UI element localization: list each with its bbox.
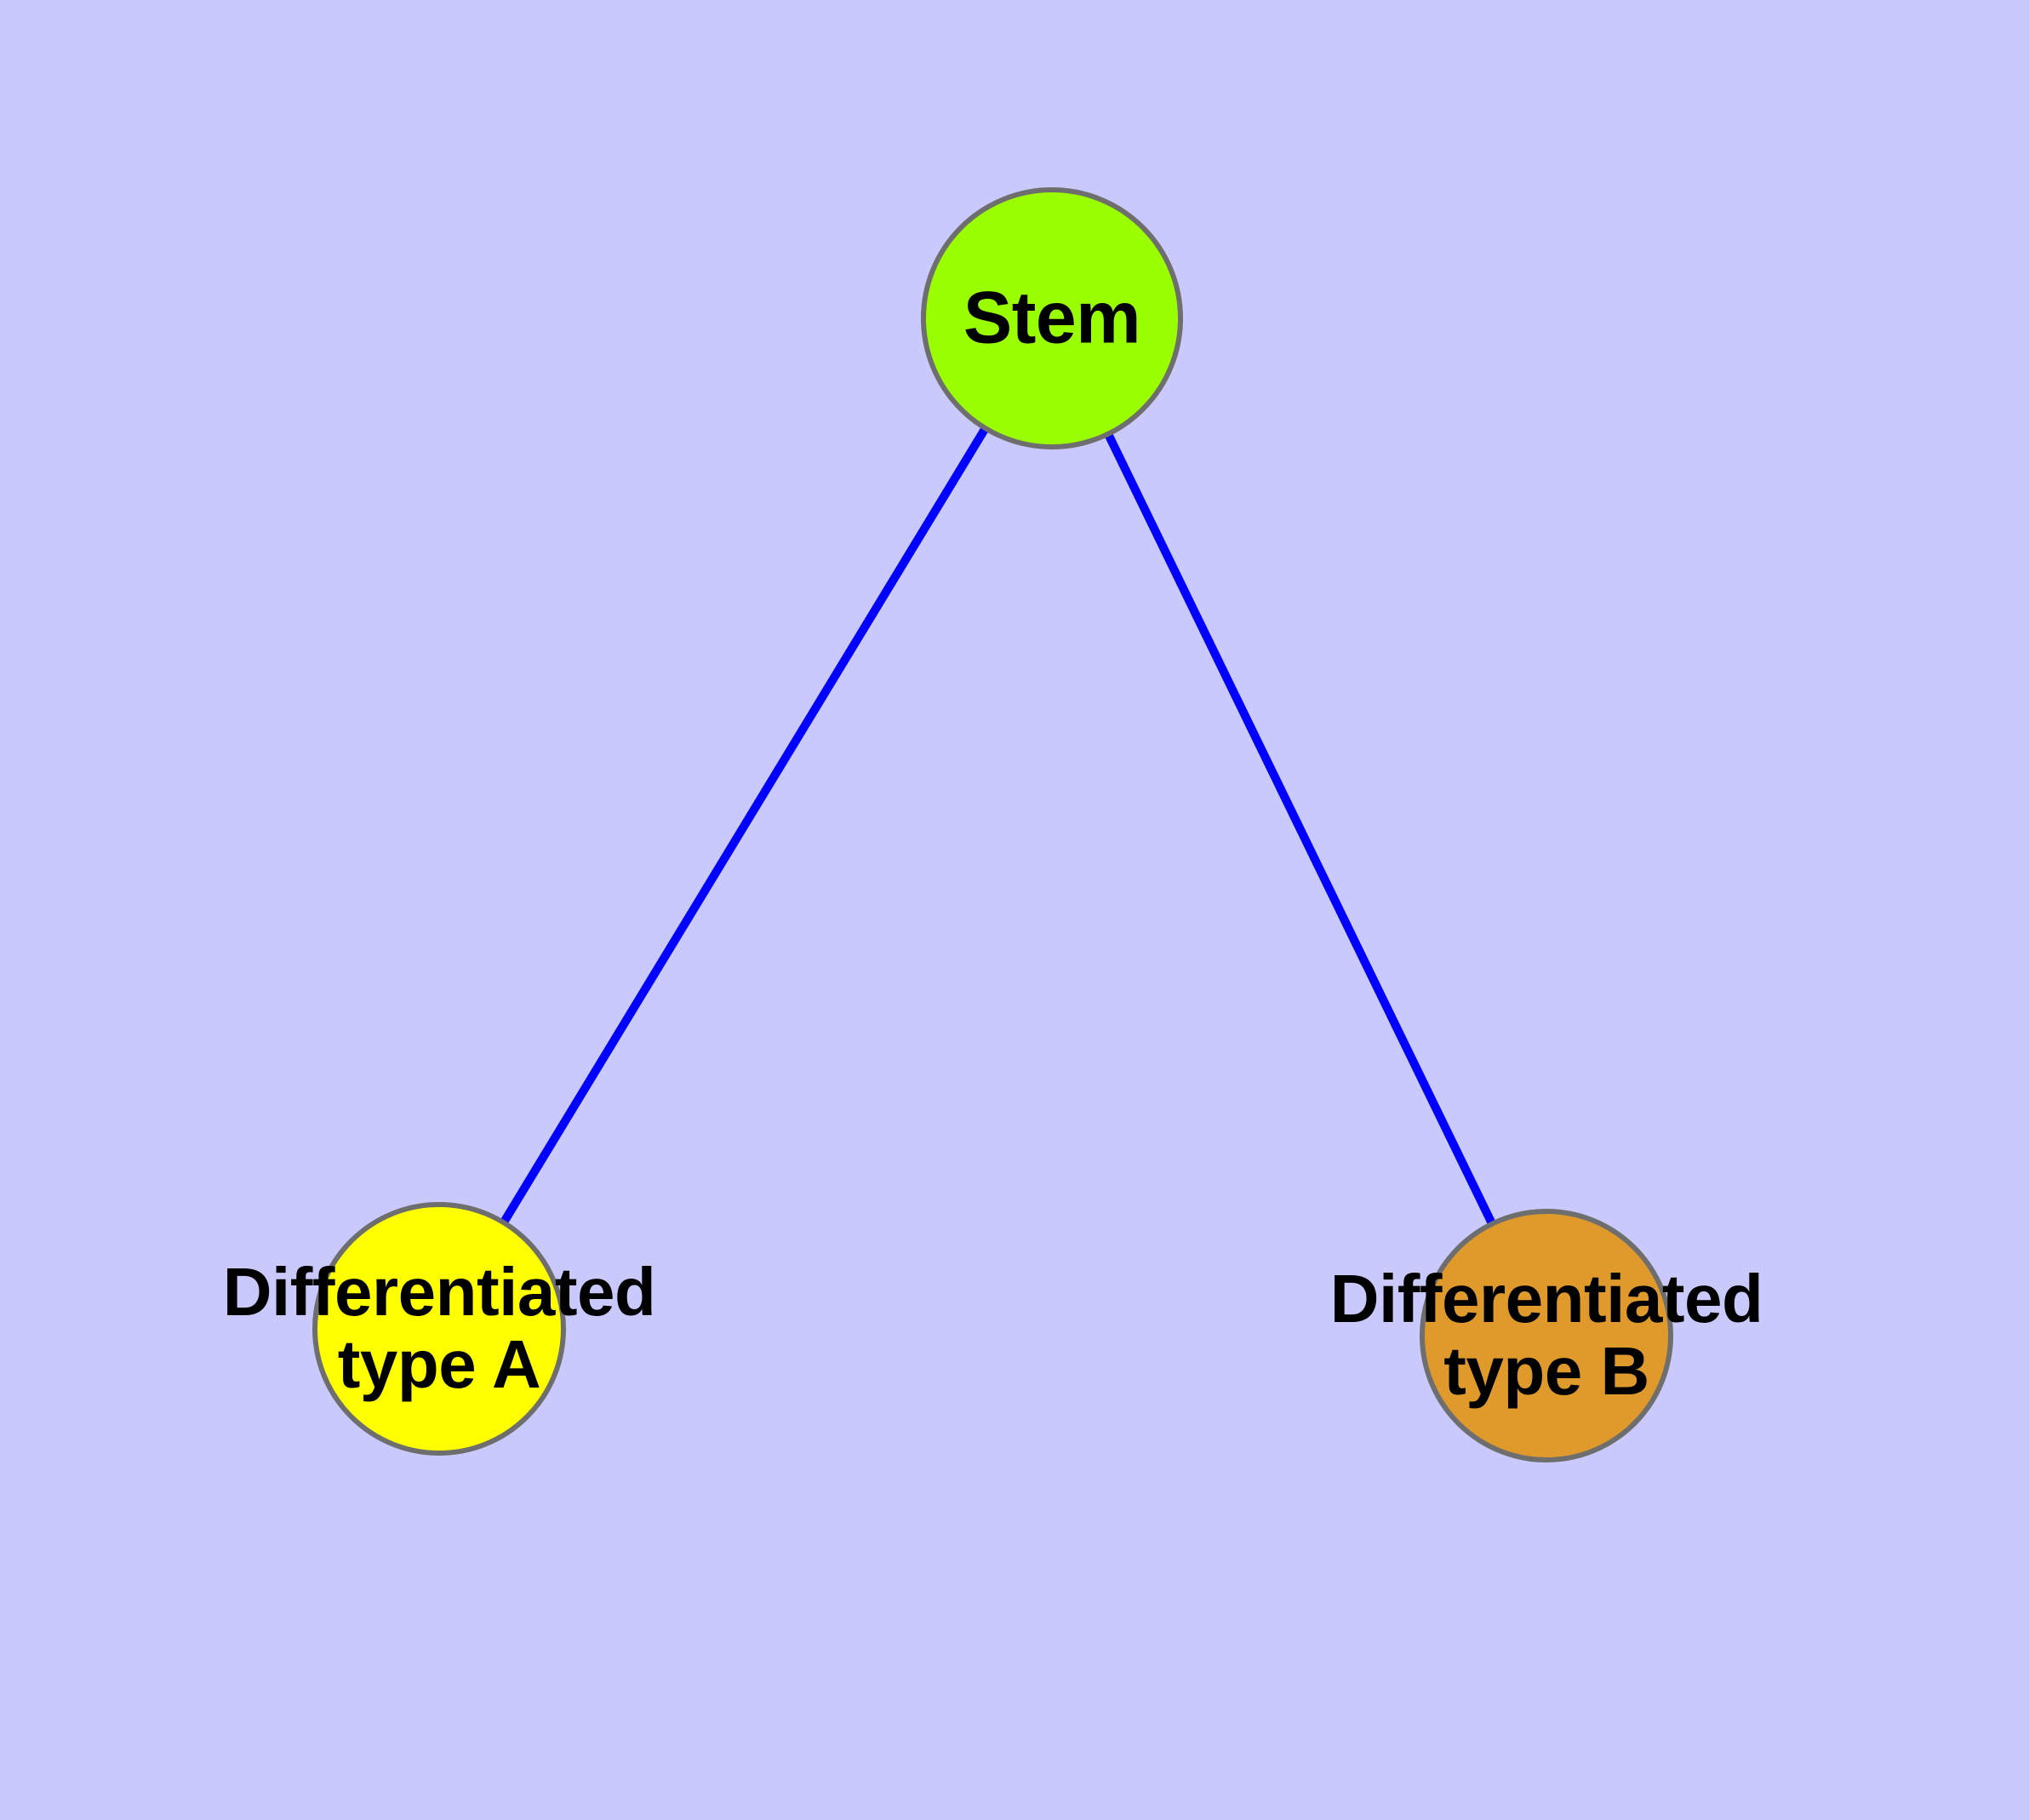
node-circle-stem[interactable]	[921, 187, 1183, 449]
node-circle-differentiated-type-a[interactable]	[312, 1202, 566, 1456]
edge-stem-to-differentiated-type-a[interactable]	[435, 316, 1056, 1331]
node-circle-differentiated-type-b[interactable]	[1420, 1209, 1673, 1462]
edge-stem-to-differentiated-type-b[interactable]	[1048, 316, 1551, 1338]
